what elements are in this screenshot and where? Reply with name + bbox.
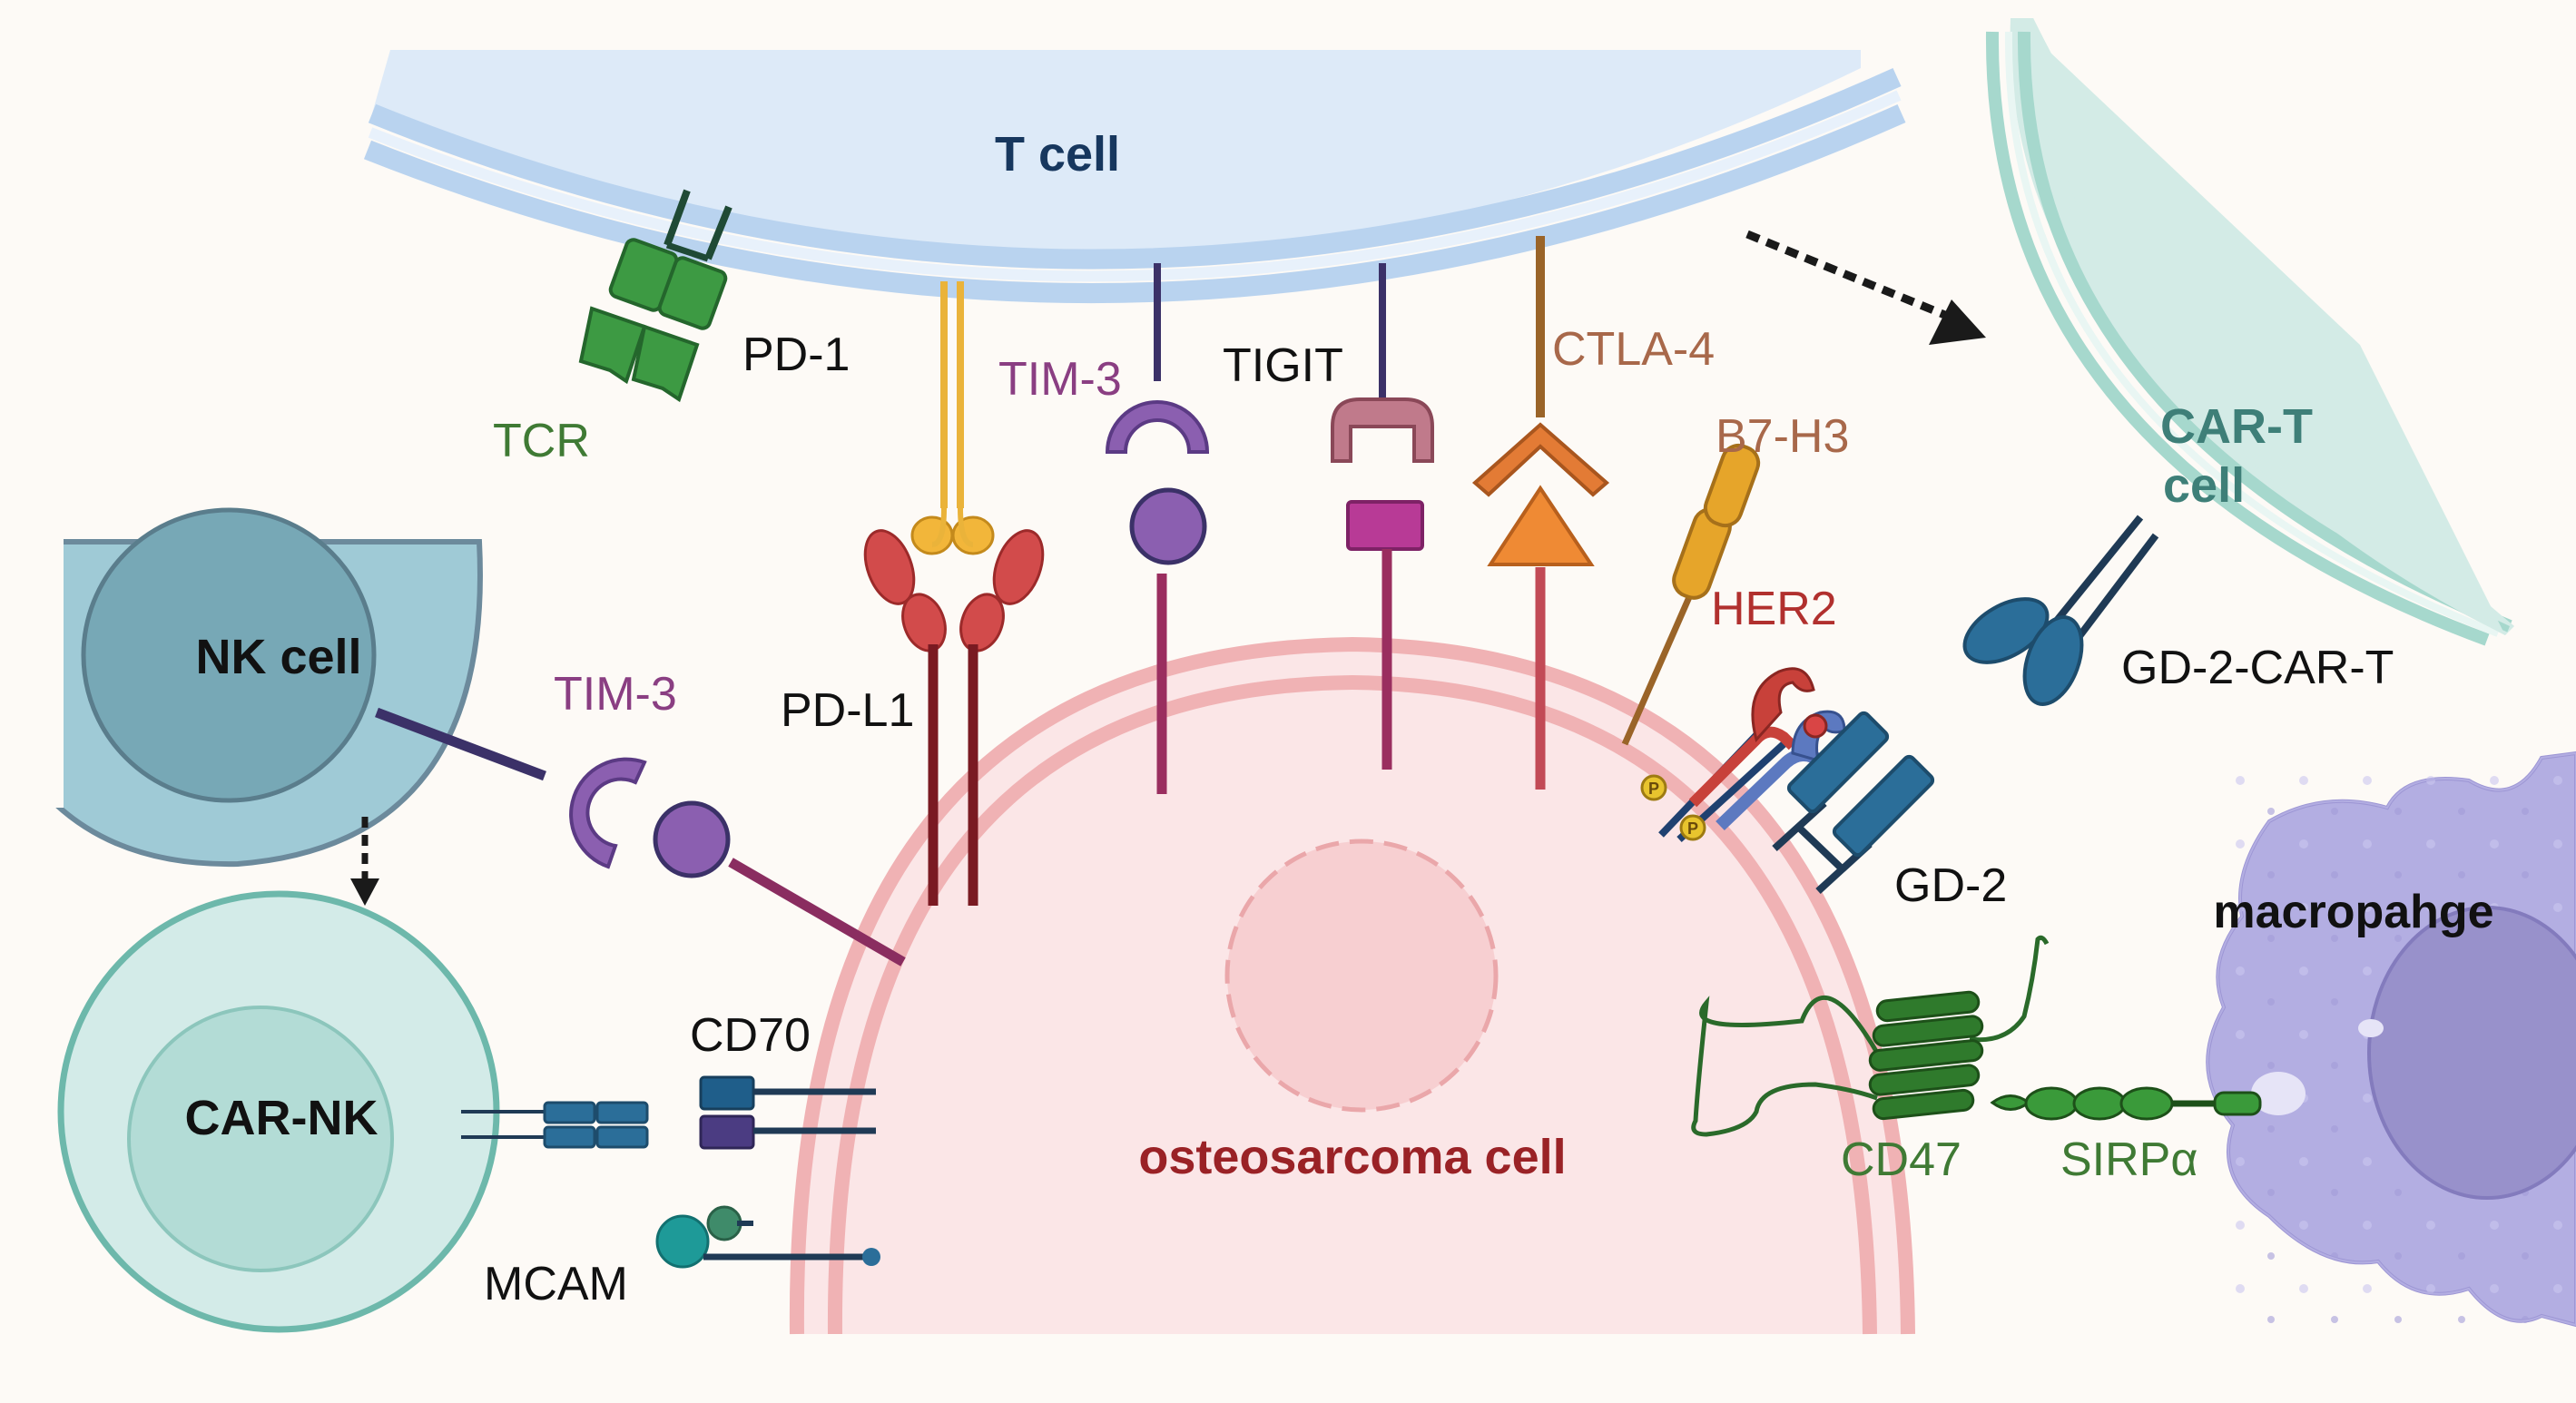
b7-h3-label: B7-H3 <box>1716 410 1849 463</box>
sirpa <box>1990 1086 2262 1121</box>
car-nk-receptors <box>461 1101 649 1149</box>
osteosarcoma-cell: osteosarcoma cell <box>789 636 1915 1335</box>
macrophage: macropahge <box>2206 751 2576 1334</box>
cd70-label: CD70 <box>690 1009 811 1062</box>
ctla-4 <box>1471 236 1610 790</box>
car-t-cell: CAR-T cell <box>1985 18 2514 646</box>
her2: P P <box>1640 667 1846 842</box>
tim-3-label-t-cell: TIM-3 <box>998 353 1122 406</box>
nk-cell: NK cell <box>36 507 483 868</box>
cd47-label: CD47 <box>1841 1133 1961 1186</box>
nucleus <box>1224 839 1499 1113</box>
car-nk-cell: CAR-NK <box>57 890 500 1333</box>
tcr-label: TCR <box>493 415 590 467</box>
mcam <box>655 1205 880 1269</box>
macrophage-label: macropahge <box>2213 886 2493 938</box>
gd-2 <box>1772 711 1935 894</box>
car-t-label-line2: cell <box>2163 458 2245 513</box>
cd47 <box>1691 935 2050 1137</box>
b7-h3 <box>1621 443 1761 746</box>
phospho-label-2: P <box>1687 819 1698 838</box>
phospho-label-1: P <box>1648 780 1659 798</box>
tim-3-t-cell <box>1105 263 1210 794</box>
mcam-label: MCAM <box>484 1258 628 1310</box>
pd-1-label: PD-1 <box>742 329 850 381</box>
pd-1-receptor <box>578 189 732 403</box>
osteosarcoma-label: osteosarcoma cell <box>1138 1130 1566 1184</box>
gd-2-label: GD-2 <box>1894 859 2007 912</box>
car-t-label-line1: CAR-T <box>2160 399 2313 454</box>
tigit-label: TIGIT <box>1223 339 1343 392</box>
ctla-4-label: CTLA-4 <box>1552 323 1715 376</box>
gd-2-car-t-receptor <box>1962 515 2159 706</box>
car-nk-label: CAR-NK <box>185 1091 379 1145</box>
tigit <box>1331 263 1434 770</box>
t-cell-label: T cell <box>995 127 1120 182</box>
nk-cell-label: NK cell <box>195 630 361 684</box>
sirpa-label: SIRPα <box>2060 1133 2197 1186</box>
cd70 <box>699 1075 876 1150</box>
tim-3-label-nk-cell: TIM-3 <box>554 668 677 721</box>
transform-arrow-car-t <box>1745 230 1986 345</box>
tim-3-nk-cell <box>375 707 906 966</box>
transform-arrow-car-nk <box>350 817 379 906</box>
t-cell: T cell <box>363 50 1906 304</box>
cd47-helices <box>1868 990 1984 1121</box>
gd-2-car-t-label: GD-2-CAR-T <box>2121 642 2394 694</box>
pd-l1-pair <box>863 281 1045 906</box>
pd-l1-label: PD-L1 <box>781 684 914 737</box>
her2-label: HER2 <box>1711 583 1837 635</box>
